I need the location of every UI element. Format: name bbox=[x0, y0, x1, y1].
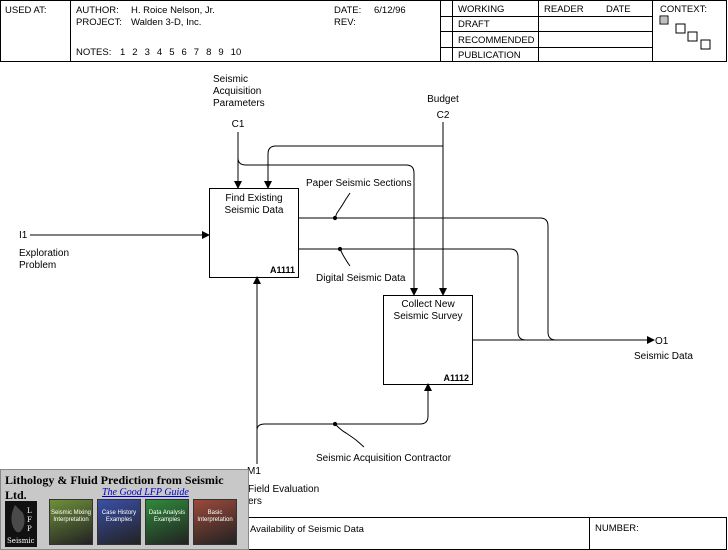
company-name: Lithology & Fluid Prediction from Seismi… bbox=[5, 473, 224, 502]
m1-label-line1: Field Evaluation bbox=[248, 484, 319, 495]
project-value: Walden 3-D, Inc. bbox=[131, 17, 202, 28]
thumb-case-history[interactable]: Case History Examples bbox=[97, 499, 141, 545]
control-arrow-c1-a1112 bbox=[237, 157, 418, 296]
status-working: WORKING bbox=[458, 4, 505, 15]
note-number[interactable]: 4 bbox=[156, 47, 163, 58]
reader-label: READER bbox=[544, 4, 584, 15]
date-value: 6/12/96 bbox=[374, 5, 406, 16]
thumb-data-analysis[interactable]: Data Analysis Examples bbox=[145, 499, 189, 545]
author-label: AUTHOR: bbox=[76, 5, 119, 16]
paper-sections-arrow bbox=[298, 217, 557, 341]
m1-label-line2: ers bbox=[248, 496, 262, 507]
c1-label-line2: Acquisition bbox=[213, 86, 261, 97]
context-label: CONTEXT: bbox=[660, 4, 707, 15]
number-label: NUMBER: bbox=[595, 523, 639, 534]
m1-code: M1 bbox=[247, 466, 261, 477]
c2-label: Budget bbox=[427, 94, 459, 105]
project-label: PROJECT: bbox=[76, 17, 122, 28]
digital-callout-squiggle bbox=[339, 248, 351, 267]
reader-date-label: DATE bbox=[606, 4, 631, 15]
note-number[interactable]: 1 bbox=[120, 47, 126, 58]
guide-link[interactable]: The Good LFP Guide bbox=[102, 487, 189, 498]
o1-label: Seismic Data bbox=[634, 351, 693, 362]
note-number[interactable]: 8 bbox=[206, 47, 212, 58]
note-number[interactable]: 5 bbox=[169, 47, 175, 58]
control-arrow-c2-a1111 bbox=[264, 145, 443, 189]
svg-text:L: L bbox=[27, 507, 32, 515]
svg-text:P: P bbox=[27, 525, 32, 533]
rev-label: REV: bbox=[334, 17, 356, 28]
note-number[interactable]: 3 bbox=[144, 47, 150, 58]
a1111-id: A1111 bbox=[270, 265, 295, 275]
status-publication: PUBLICATION bbox=[458, 50, 521, 61]
thumb-seismic-mixing[interactable]: Seismic Mixing Interpretation bbox=[49, 499, 93, 545]
context-icon bbox=[659, 15, 711, 50]
a1112-id: A1112 bbox=[443, 373, 469, 383]
paper-sections-label: Paper Seismic Sections bbox=[306, 178, 412, 189]
status-row-divider bbox=[440, 31, 652, 32]
note-number[interactable]: 10 bbox=[230, 47, 242, 58]
header-divider bbox=[70, 0, 71, 62]
digital-data-arrow bbox=[298, 248, 527, 341]
title-block-header bbox=[0, 0, 727, 62]
i1-label-line1: Exploration bbox=[19, 248, 69, 259]
used-at-label: USED AT: bbox=[5, 5, 47, 16]
a1112-title-line1: Collect New bbox=[401, 299, 455, 310]
i1-code: I1 bbox=[19, 230, 28, 241]
paper-callout-squiggle bbox=[334, 192, 351, 219]
a1111-title-line1: Find Existing bbox=[225, 193, 282, 204]
note-number[interactable]: 7 bbox=[193, 47, 200, 58]
note-number[interactable]: 2 bbox=[132, 47, 138, 58]
note-number[interactable]: 6 bbox=[181, 47, 187, 58]
svg-text:Seismic: Seismic bbox=[7, 537, 35, 545]
mechanism-arrow-contractor bbox=[256, 383, 432, 431]
footer-divider bbox=[589, 517, 590, 550]
lfp-badge-icon: L F P Seismic bbox=[5, 501, 37, 547]
c1-code: C1 bbox=[232, 119, 245, 130]
author-value: H. Roice Nelson, Jr. bbox=[131, 5, 215, 16]
date-label: DATE: bbox=[334, 5, 362, 16]
a1112-title-line2: Seismic Survey bbox=[394, 311, 463, 322]
lfp-logo-banner[interactable]: Lithology & Fluid Prediction from Seismi… bbox=[0, 469, 249, 550]
contractor-callout-squiggle bbox=[334, 423, 365, 448]
o1-code: O1 bbox=[655, 336, 669, 347]
notes-label: NOTES: bbox=[76, 47, 112, 58]
c1-label-line1: Seismic bbox=[213, 74, 248, 85]
digital-data-label: Digital Seismic Data bbox=[316, 273, 406, 284]
c2-code: C2 bbox=[437, 110, 450, 121]
c1-label-line3: Parameters bbox=[213, 98, 265, 109]
i1-label-line2: Problem bbox=[19, 260, 56, 271]
note-number[interactable]: 9 bbox=[218, 47, 224, 58]
footer-title: Availability of Seismic Data bbox=[250, 524, 364, 535]
header-divider bbox=[652, 0, 653, 62]
status-recommended: RECOMMENDED bbox=[458, 35, 535, 46]
contractor-label: Seismic Acquisition Contractor bbox=[316, 453, 452, 464]
a1111-title-line2: Seismic Data bbox=[225, 205, 284, 216]
svg-text:F: F bbox=[27, 516, 32, 524]
thumb-basic-interpretation[interactable]: Basic Interpretation bbox=[193, 499, 237, 545]
status-row-divider bbox=[440, 47, 652, 48]
status-draft: DRAFT bbox=[458, 19, 490, 30]
status-row-divider bbox=[440, 16, 652, 17]
